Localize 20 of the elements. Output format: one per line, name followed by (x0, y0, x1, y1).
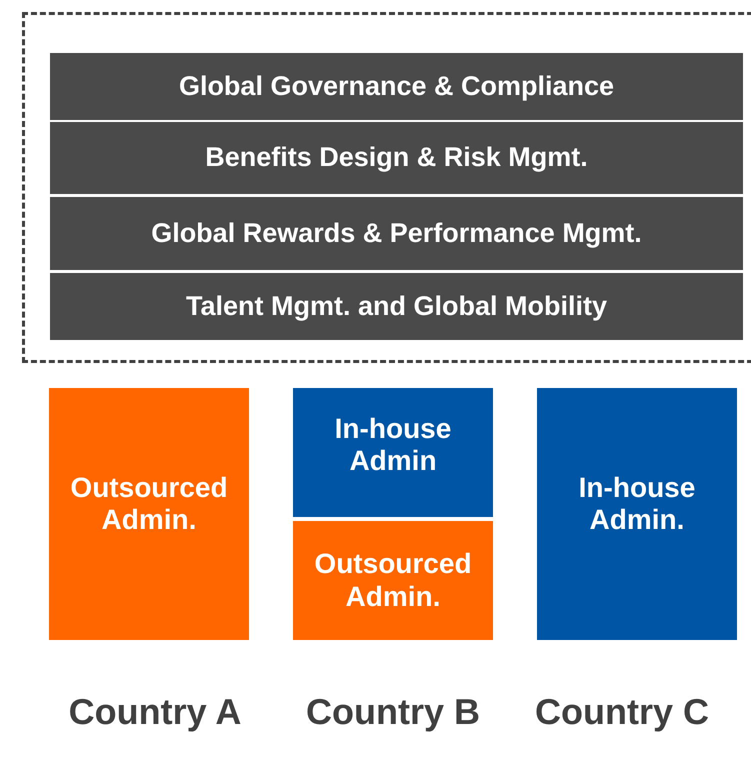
block-label: Talent Mgmt. and Global Mobility (186, 290, 607, 322)
admin-block (293, 521, 493, 640)
layer-bar (50, 53, 743, 120)
block-label: Outsourced Admin. (313, 548, 473, 613)
block-label: Outsourced Admin. (69, 472, 229, 536)
block-label: Global Governance & Compliance (178, 70, 614, 102)
layer-bar (50, 197, 743, 270)
column-label: Country C (534, 692, 710, 732)
block-label: In-house Admin (334, 412, 452, 478)
admin-block (537, 388, 737, 640)
block-label: Global Rewards & Performance Mgmt. (151, 218, 642, 250)
admin-block (49, 388, 249, 640)
column-label: Country B (305, 692, 481, 732)
block-label: Benefits Design & Risk Mgmt. (205, 142, 588, 174)
dashed-frame (22, 12, 751, 363)
column-label: Country A (68, 692, 242, 732)
layer-bar (50, 122, 743, 194)
layer-bar (50, 273, 743, 340)
admin-block (293, 388, 493, 517)
block-label: In-house Admin. (578, 472, 696, 536)
